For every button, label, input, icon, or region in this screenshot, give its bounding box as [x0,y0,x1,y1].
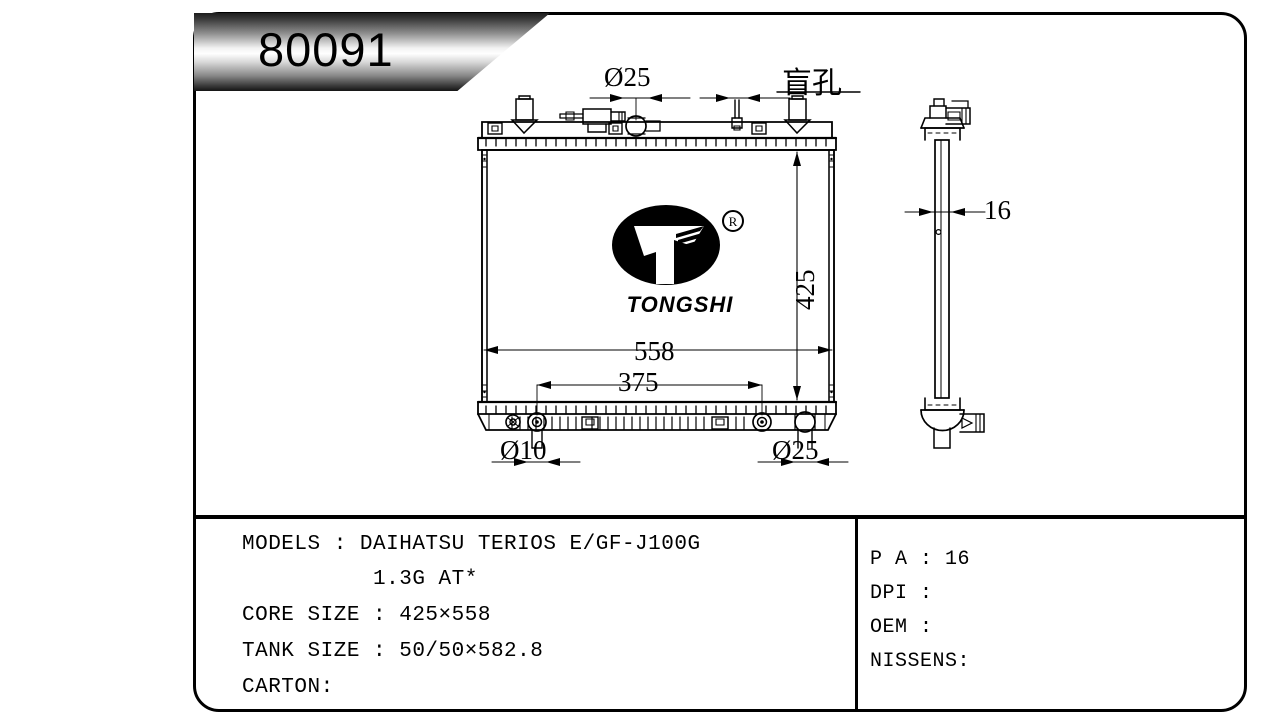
info-table-column-divider [855,517,858,712]
pa-row: P A : 16 [870,548,971,571]
models-row-continued: 1.3G AT* [242,568,478,591]
dpi-row: DPI : [870,582,933,605]
nissens-row: NISSENS: [870,650,971,673]
brand-logo: R TONGSHI [600,200,760,325]
blind-hole-annotation: 盲孔 [782,66,842,101]
models-row: MODELS : DAIHATSU TERIOS E/GF-J100G [242,533,701,556]
carton-row: CARTON: [242,676,334,699]
dimension-core-thickness: 16 [984,195,1011,225]
info-table-top-divider [196,515,1244,519]
tank-size-row: TANK SIZE : 50/50×582.8 [242,640,544,663]
part-number-label: 80091 [258,23,394,76]
oem-row: OEM : [870,616,933,639]
dimension-core-width: 558 [634,336,675,366]
drawing-frame [193,12,1247,712]
dimension-mount-span: 375 [618,367,659,397]
dimension-top-inlet-diameter: Ø25 [604,62,651,92]
brand-name: TONGSHI [626,292,734,317]
tongshi-mark-icon: R [612,205,744,285]
dimension-bottom-right-diameter: Ø25 [772,435,819,465]
core-size-row: CORE SIZE : 425×558 [242,604,491,627]
dimension-bottom-left-diameter: Ø10 [500,435,547,465]
svg-text:R: R [729,214,738,229]
dimension-core-height: 425 [790,269,820,311]
